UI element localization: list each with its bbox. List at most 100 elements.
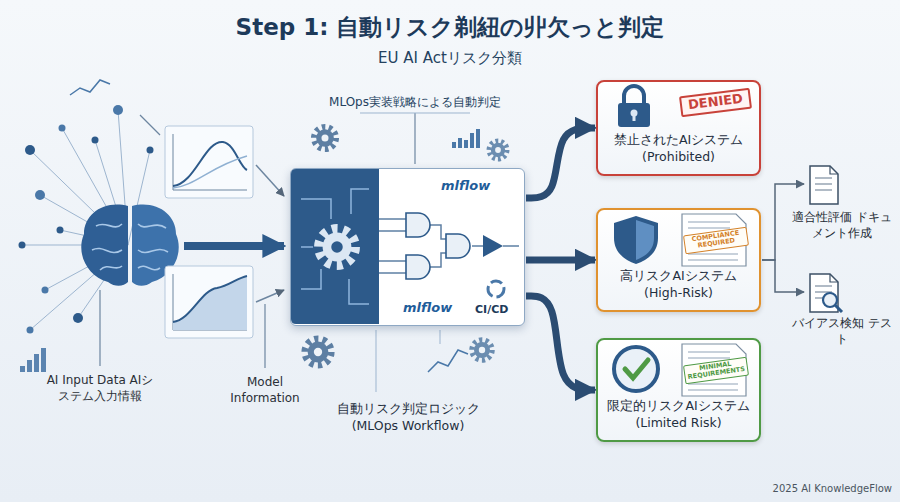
logic-wire <box>430 253 446 267</box>
leader-line <box>414 113 415 164</box>
magnifier-handle <box>835 305 842 312</box>
chart-curve <box>173 156 247 188</box>
stamp-text: DENIED <box>679 88 752 117</box>
input-illustration <box>19 80 285 372</box>
input-arrow <box>256 290 284 302</box>
check-mark <box>625 360 648 378</box>
document-line <box>688 389 738 391</box>
document-line <box>815 177 832 178</box>
brain-fold <box>138 266 160 269</box>
chart-curve <box>173 276 247 322</box>
circuit-trace <box>301 199 331 219</box>
brain-fold <box>96 224 122 227</box>
gear-teeth <box>319 229 355 265</box>
brain-fold <box>138 249 168 252</box>
box-label: 高リスクAIシステム (High-Risk) <box>598 268 759 310</box>
document-fold <box>830 274 838 282</box>
network-dot <box>73 313 83 323</box>
chart-panel <box>165 266 253 338</box>
chart-frame <box>165 126 253 198</box>
buffer-gate <box>483 235 503 257</box>
gear-teeth <box>314 127 336 149</box>
box-label: 禁止されたAIシステム (Prohibited) <box>598 132 759 174</box>
leader-line <box>140 115 160 135</box>
document-line <box>815 285 832 286</box>
network-dot <box>42 287 49 294</box>
circuit-trace <box>301 246 313 248</box>
network-dot <box>35 190 45 200</box>
chart-axis <box>173 190 247 191</box>
mini-bar <box>20 366 25 372</box>
network-dot <box>27 327 34 334</box>
document-line <box>688 227 730 229</box>
magnifier <box>823 293 837 307</box>
diagram-title: Step 1: 自動リスク剃紐の丱欠っと判定 <box>0 12 900 43</box>
mini-bar <box>34 354 39 372</box>
document-line <box>688 351 730 353</box>
circuit-trace <box>349 279 369 304</box>
mini-chart <box>70 80 110 95</box>
circuit-trace <box>351 189 369 214</box>
risk-box: MINIMAL REQUIREMENTS限定的リスクAIシステム (Limite… <box>596 338 761 442</box>
shield-icon <box>614 216 658 264</box>
logic-gate <box>406 255 430 279</box>
document-line <box>688 253 738 255</box>
chart-axis <box>173 134 174 190</box>
gear-hole <box>314 348 322 356</box>
gear-hole <box>331 241 343 253</box>
mini-chart <box>428 350 468 372</box>
gear-hole <box>479 347 485 353</box>
shield-highlight <box>636 220 654 260</box>
brain-fold <box>138 224 166 228</box>
network-dot <box>92 137 99 144</box>
footer-note: 2025 AI KnowledgeFlow <box>740 482 892 496</box>
lock-keyhole <box>633 114 636 121</box>
tool-label: CI/CD <box>475 303 508 318</box>
network-dot <box>19 242 26 249</box>
logic-wire <box>503 245 519 247</box>
network-dot <box>57 227 64 234</box>
chart-frame <box>165 266 253 338</box>
box-label: 限定的リスクAIシステム (Limited Risk) <box>598 398 759 440</box>
logic-gate <box>446 234 470 258</box>
document-line <box>815 183 832 184</box>
circuit-trace <box>301 269 321 289</box>
logic-wire <box>379 260 406 262</box>
lock-shackle <box>624 86 644 104</box>
connector-arrow <box>526 256 595 263</box>
icon-row <box>790 162 894 210</box>
chart-area <box>173 276 247 330</box>
box-art <box>790 162 894 210</box>
item-label: バイアス検知 テスト <box>790 316 894 347</box>
brain-fold <box>100 266 122 270</box>
input-label: AI Input Data AIシステム入力情報 <box>45 372 155 404</box>
brain-fold <box>92 248 122 252</box>
mini-bar <box>41 348 46 372</box>
connector-arrow <box>526 296 595 390</box>
logic-wire <box>379 230 406 232</box>
mini-bar <box>452 142 456 148</box>
cicd-icon <box>488 281 504 297</box>
document-line <box>815 189 832 190</box>
document-icon <box>810 274 838 312</box>
check-circle <box>614 347 658 391</box>
connector-arrow <box>526 128 595 198</box>
mini-bar <box>470 133 474 148</box>
gear-hole <box>321 134 328 141</box>
network-dot <box>147 147 154 154</box>
box-art <box>790 270 894 316</box>
document-item: バイアス検知 テスト <box>790 270 894 347</box>
bracket-line <box>360 113 470 114</box>
leader-line <box>99 290 100 366</box>
document-line <box>688 221 730 223</box>
lock-body <box>618 103 650 127</box>
gear-teeth <box>305 339 331 365</box>
icon-row <box>790 270 894 316</box>
gear-body <box>323 233 352 262</box>
section-label: MLOps実装戦略による自動判定 <box>315 94 515 110</box>
box-heading: 自動リスク判定ロジック (MLOps Workflow) <box>318 401 498 435</box>
logo-text: mlflow <box>403 299 452 317</box>
leader-line <box>264 304 265 368</box>
logic-box: mlflowmlflowCI/CD自動リスク判定ロジック (MLOps Work… <box>290 168 525 326</box>
